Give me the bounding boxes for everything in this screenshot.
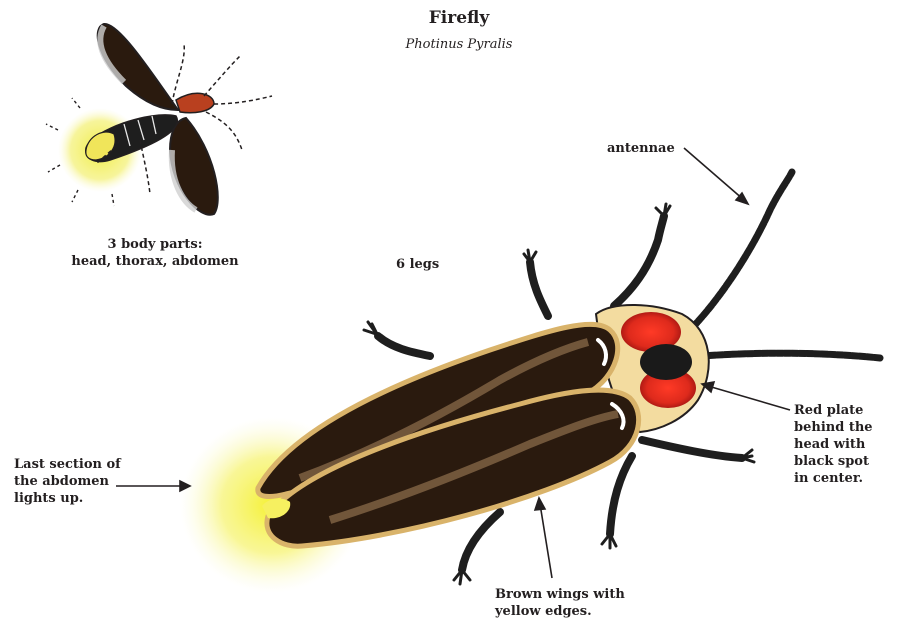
label-red-plate: Red plate behind the head with black spo…: [794, 402, 914, 487]
label-legs: 6 legs: [396, 256, 439, 273]
label-abdomen: Last section of the abdomen lights up.: [14, 456, 164, 507]
page-title: Firefly: [0, 10, 918, 27]
label-body-parts: 3 body parts: head, thorax, abdomen: [50, 236, 260, 270]
antennae-drawing: [688, 172, 880, 358]
small-wing-right: [170, 118, 218, 215]
scientific-name: Photinus Pyralis: [0, 36, 918, 53]
label-antennae: antennae: [607, 140, 675, 157]
black-spot: [640, 344, 692, 380]
large-firefly: [180, 172, 880, 593]
label-wings: Brown wings with yellow edges.: [495, 586, 655, 620]
small-thorax: [176, 93, 214, 112]
